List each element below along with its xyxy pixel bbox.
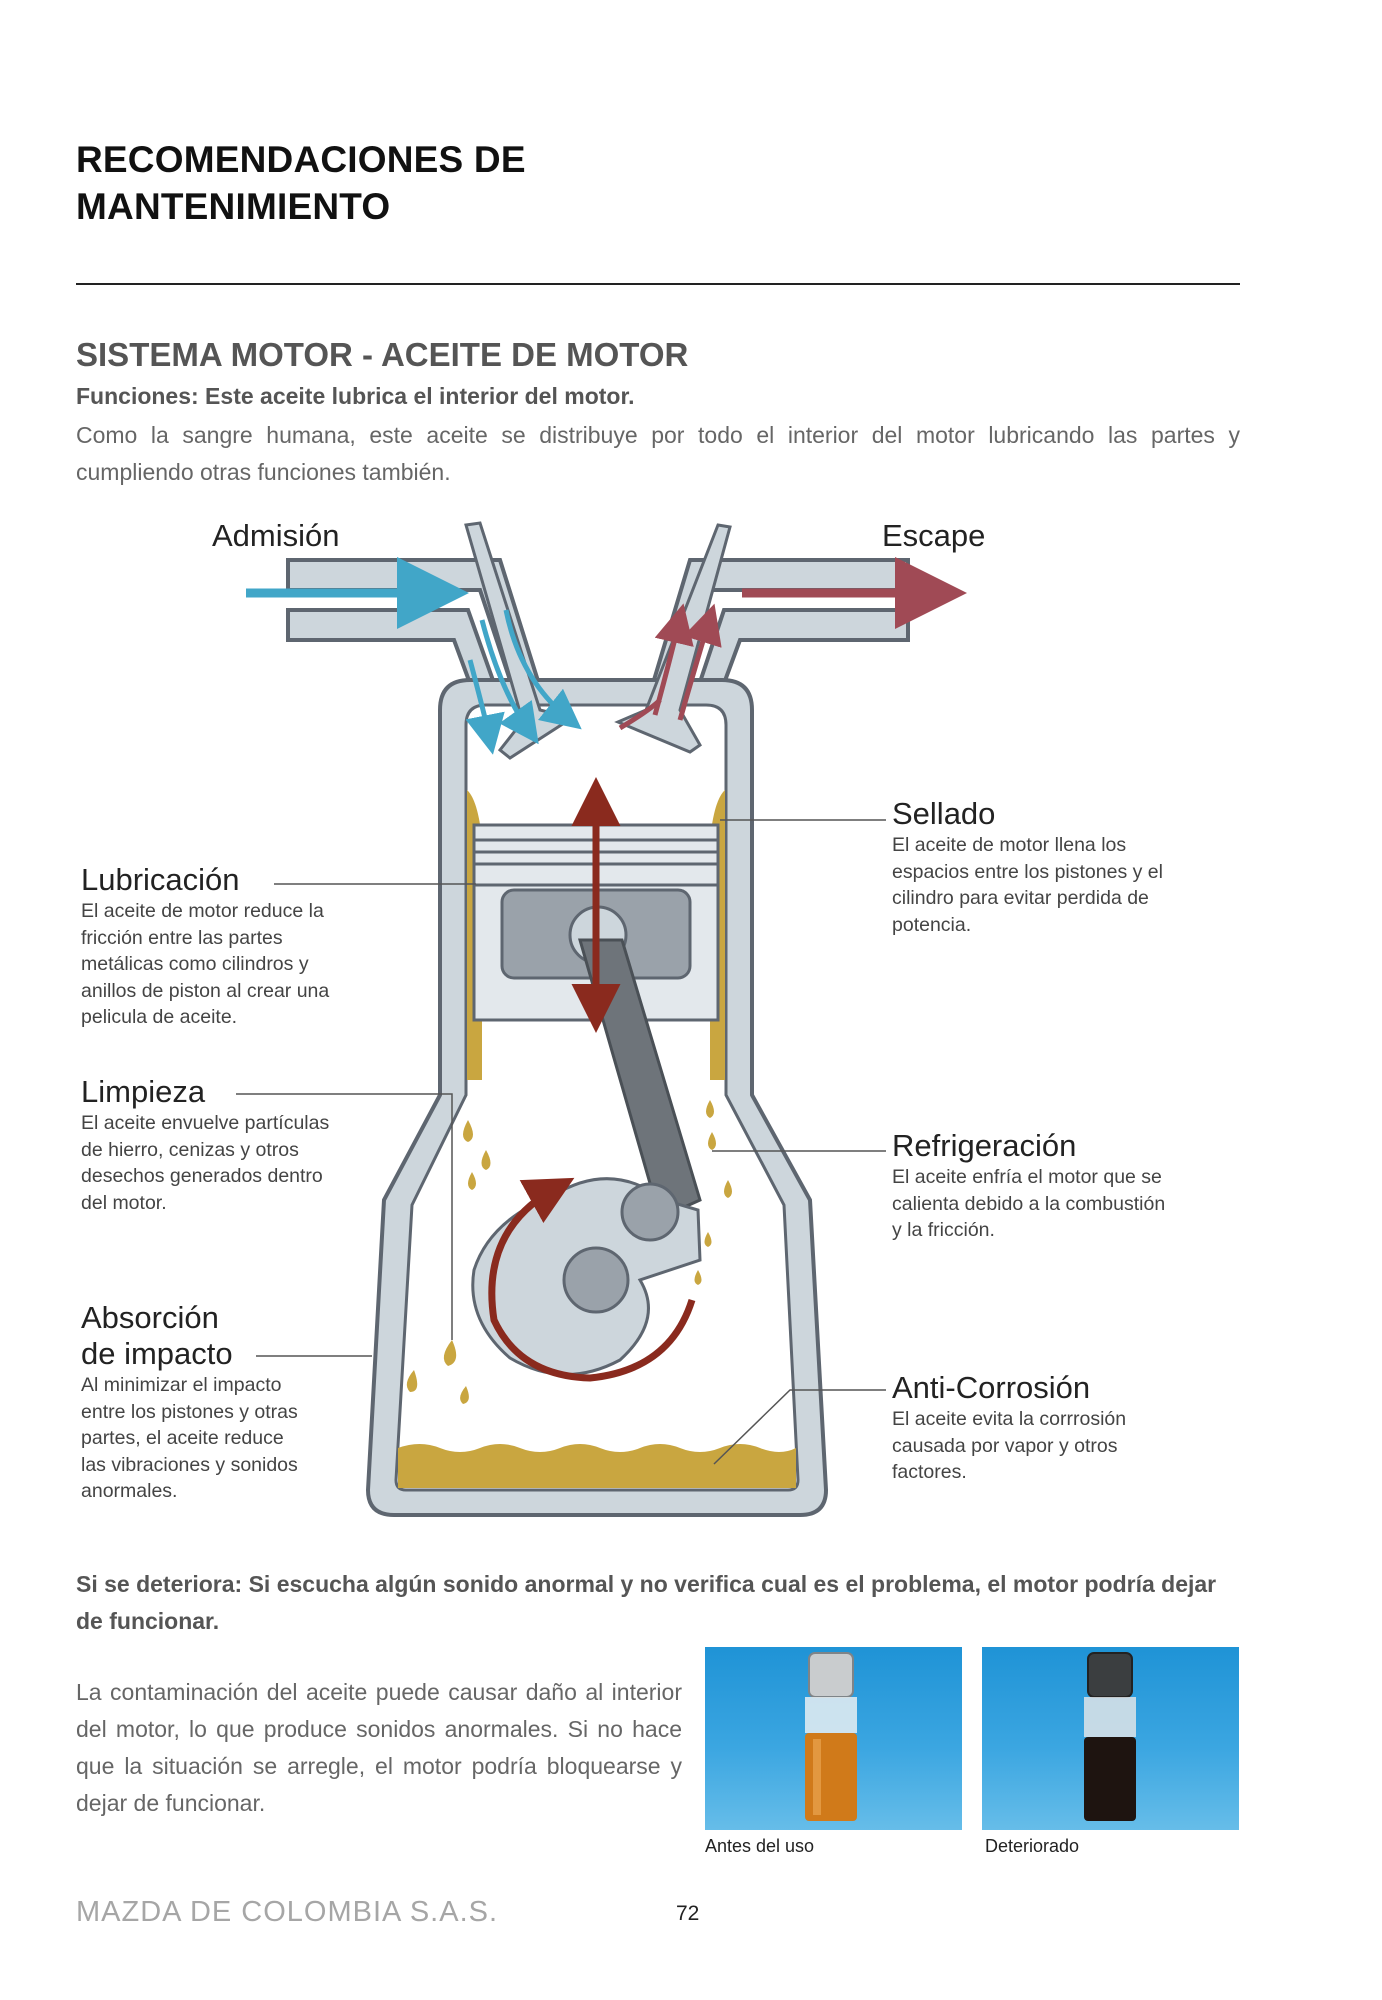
crank-pin [620, 1182, 680, 1242]
page-number: 72 [676, 1902, 700, 1925]
lubricacion-line: metálicas como cilindros y [81, 953, 309, 975]
label-refrigeracion: Refrigeración El aceite enfría el motor … [892, 1128, 1252, 1244]
refrigeracion-line: El aceite enfría el motor que se [892, 1166, 1162, 1188]
functions-text: Funciones: Este aceite lubrica el interi… [76, 383, 635, 409]
sellado-line: cilindro para evitar perdida de [892, 887, 1149, 909]
page-title-line-1: RECOMENDACIONES DE [76, 139, 526, 180]
lubricacion-line: fricción entre las partes [81, 926, 283, 949]
refrigeracion-line: calienta debido a la combustión [892, 1192, 1166, 1215]
caption-deteriorated: Deteriorado [985, 1836, 1080, 1856]
title-divider [76, 283, 1240, 285]
label-limpieza: Limpieza El aceite envuelve partículas d… [81, 1074, 401, 1216]
leader-limpieza [236, 1093, 453, 1340]
limpieza-title: Limpieza [81, 1074, 206, 1109]
photo-oil-before [705, 1647, 962, 1830]
footer-brand: MAZDA DE COLOMBIA S.A.S. [76, 1896, 499, 1928]
anticorrosion-title: Anti-Corrosión [892, 1370, 1091, 1405]
lubricacion-title: Lubricación [81, 862, 240, 897]
absorcion-line: partes, el aceite reduce [81, 1427, 284, 1449]
absorcion-line: las vibraciones y sonidos [81, 1453, 298, 1476]
warning-text: Si se deteriora: Si escucha algún sonido… [76, 1571, 1217, 1634]
absorcion-line: entre los pistones y otras [81, 1400, 298, 1423]
sellado-line: potencia. [892, 913, 972, 936]
caption-before: Antes del uso [705, 1836, 815, 1856]
anticorrosion-line: factores. [892, 1461, 967, 1483]
intake-flow-3 [465, 659, 505, 755]
exhaust-label: Escape [882, 518, 985, 553]
section-title: SISTEMA MOTOR - ACEITE DE MOTOR [76, 336, 689, 373]
exhaust-flow-3 [618, 698, 662, 731]
contamination-paragraph: La contaminación del aceite puede causar… [76, 1679, 682, 1816]
exhaust-flow-2 [677, 603, 722, 721]
oil-bottle-before-image [805, 1652, 857, 1821]
absorcion-line: Al minimizar el impacto [81, 1374, 282, 1396]
label-anticorrosion: Anti-Corrosión El aceite evita la corrro… [892, 1370, 1252, 1486]
absorcion-title-2: de impacto [81, 1336, 233, 1371]
photo-oil-deteriorated [982, 1647, 1239, 1830]
engine-oil-diagram: Admisión Escape [212, 518, 985, 1517]
limpieza-line: del motor. [81, 1191, 167, 1214]
label-lubricacion: Lubricación El aceite de motor reduce la… [81, 862, 401, 1031]
label-absorcion: Absorción de impacto Al minimizar el imp… [81, 1300, 381, 1505]
page-title-line-2: MANTENIMIENTO [76, 186, 391, 227]
leader-anticorrosion [713, 1389, 886, 1465]
crank-rotation-arrow [488, 1177, 696, 1382]
anticorrosion-line: El aceite evita la corrrosión [892, 1408, 1127, 1430]
intro-paragraph: Como la sangre humana, este aceite se di… [76, 422, 1240, 485]
lubricacion-line: El aceite de motor reduce la [81, 900, 324, 922]
intake-flow-2 [503, 609, 582, 730]
oil-sump [398, 1444, 796, 1488]
crank-main [562, 1246, 630, 1314]
oil-bottle-deteriorated-image [1084, 1652, 1136, 1821]
leader-lines [236, 819, 886, 1465]
anticorrosion-line: causada por vapor y otros [892, 1434, 1118, 1457]
limpieza-line: El aceite envuelve partículas [81, 1112, 330, 1134]
oil-drops [406, 1100, 732, 1404]
lubricacion-line: pelicula de aceite. [81, 1006, 238, 1028]
sellado-title: Sellado [892, 796, 996, 831]
refrigeracion-line: y la fricción. [892, 1219, 995, 1241]
limpieza-line: de hierro, cenizas y otros [81, 1138, 299, 1161]
page-title: RECOMENDACIONES DE MANTENIMIENTO [76, 136, 526, 230]
label-sellado: Sellado El aceite de motor llena los esp… [892, 796, 1252, 938]
sellado-line: El aceite de motor llena los [892, 834, 1127, 856]
intake-label: Admisión [212, 518, 340, 553]
intake-flow-1 [479, 619, 539, 745]
absorcion-line: anormales. [81, 1480, 178, 1502]
absorcion-title-1: Absorción [81, 1300, 219, 1335]
lubricacion-line: anillos de piston al crear una [81, 979, 330, 1002]
refrigeracion-title: Refrigeración [892, 1128, 1077, 1163]
sellado-line: espacios entre los pistones y el [892, 860, 1163, 883]
limpieza-line: desechos generados dentro [81, 1165, 323, 1187]
